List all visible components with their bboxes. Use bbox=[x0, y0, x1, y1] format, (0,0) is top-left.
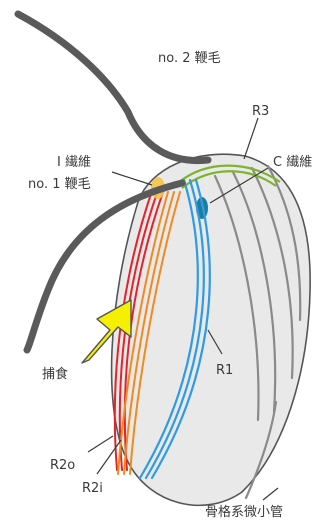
label-r2o: R2o bbox=[50, 458, 75, 473]
flagellum-2 bbox=[18, 14, 208, 161]
label-skeletal-microtubule: 骨格系微小管 bbox=[205, 504, 283, 520]
label-i-fiber: I 繊維 bbox=[57, 154, 91, 170]
i-fiber-leader bbox=[112, 172, 152, 185]
skeletal-leader bbox=[263, 488, 278, 500]
label-r3: R3 bbox=[252, 104, 269, 119]
label-flagellum-2: no. 2 鞭毛 bbox=[158, 51, 221, 66]
label-flagellum-1: no. 1 鞭毛 bbox=[28, 177, 91, 192]
label-r1: R1 bbox=[216, 363, 233, 378]
r3-leader bbox=[244, 118, 258, 159]
cell-body bbox=[112, 154, 311, 505]
label-c-fiber: C 繊維 bbox=[273, 154, 312, 170]
r2o-leader bbox=[88, 436, 113, 452]
label-feeding: 捕食 bbox=[42, 366, 68, 382]
label-r2i: R2i bbox=[82, 481, 103, 496]
